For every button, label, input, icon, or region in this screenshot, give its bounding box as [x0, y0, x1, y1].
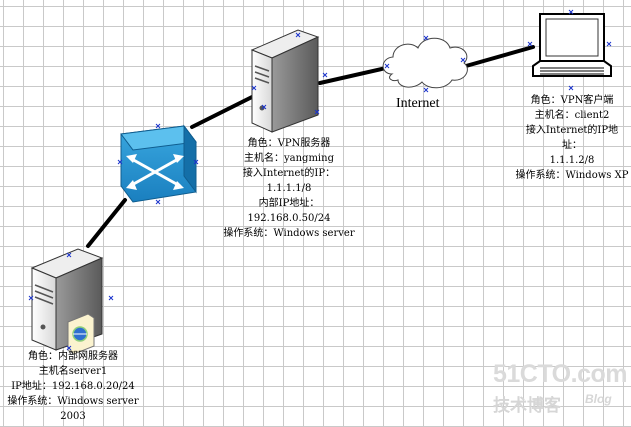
vpn-server-label: 角色：VPN服务器 主机名：yangming 接入Internet的IP： 1.… [219, 136, 359, 241]
vpn-client-internet-ip-label-cont: 址： [562, 140, 582, 151]
vpn-server-hostname: 主机名：yangming [244, 153, 334, 164]
watermark-blog: Blog [585, 392, 612, 406]
vpn-client-internet-ip: 1.1.1.2/8 [549, 155, 595, 166]
vpn-client-laptop-icon [532, 13, 612, 77]
internal-server-label: 角色：内部网服务器 主机名server1 IP地址：192.168.0.20/2… [3, 349, 143, 424]
internal-server-os-version: 2003 [60, 411, 86, 422]
web-document-icon [67, 313, 95, 355]
watermark-subtitle: 技术博客 [493, 396, 561, 416]
internal-server-role: 角色：内部网服务器 [28, 351, 118, 362]
vpn-server-role: 角色：VPN服务器 [247, 138, 331, 149]
vpn-client-role: 角色：VPN客户端 [530, 95, 614, 106]
watermark-logo: 51CTO.com [493, 360, 627, 388]
vpn-client-hostname: 主机名：client2 [534, 110, 610, 121]
internet-cloud-icon [382, 37, 468, 89]
internet-label: Internet [396, 96, 440, 111]
internal-server-os: 操作系统：Windows server [7, 396, 139, 407]
vpn-server-internal-ip-label: 内部IP地址： [258, 198, 320, 209]
vpn-server-icon [250, 29, 320, 133]
vpn-client-label: 角色：VPN客户端 主机名：client2 接入Internet的IP地 址： … [513, 93, 631, 183]
link-switch-to-vpn-server [190, 95, 254, 129]
vpn-client-os: 操作系统：Windows XP [515, 170, 629, 181]
internal-server-hostname: 主机名server1 [38, 366, 108, 377]
vpn-server-internet-ip: 1.1.1.1/8 [266, 183, 312, 194]
link-vpn-server-to-internet [318, 66, 388, 85]
selection-handles [28, 9, 612, 351]
network-links [86, 45, 535, 248]
vpn-server-internal-ip: 192.168.0.50/24 [247, 213, 331, 224]
vpn-client-internet-ip-label: 接入Internet的IP地 [525, 125, 619, 136]
vpn-server-os: 操作系统：Windows server [223, 228, 355, 239]
internal-server-ip: IP地址：192.168.0.20/24 [11, 381, 135, 392]
vpn-server-internet-ip-label: 接入Internet的IP： [242, 168, 336, 179]
switch-icon [120, 124, 197, 203]
link-internal-server-to-switch [86, 198, 127, 248]
link-internet-to-vpn-client [464, 45, 535, 68]
